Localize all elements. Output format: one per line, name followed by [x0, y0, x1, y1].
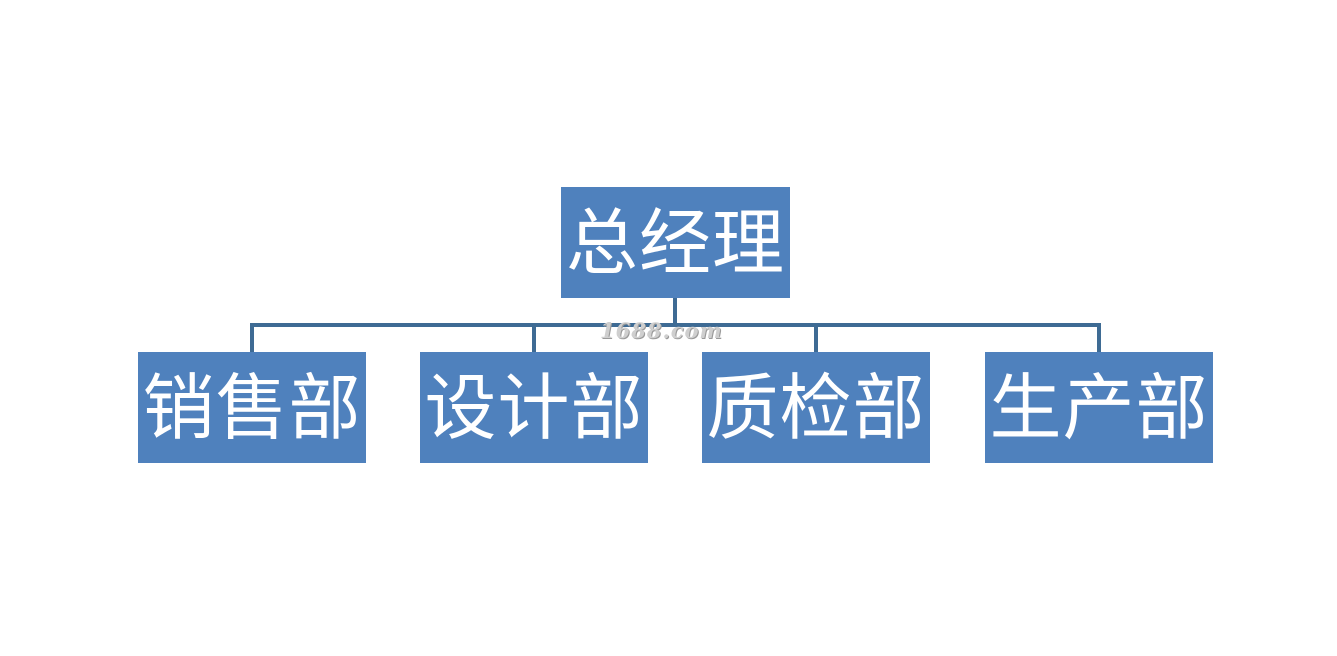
watermark: 1688.com — [600, 318, 723, 343]
node-production-department: 生产部 — [985, 352, 1213, 463]
node-label: 质检部 — [706, 365, 926, 450]
node-label: 生产部 — [989, 365, 1209, 450]
node-label: 销售部 — [142, 365, 362, 450]
node-sales-department: 销售部 — [138, 352, 366, 463]
node-design-department: 设计部 — [420, 352, 648, 463]
node-label: 总经理 — [565, 200, 785, 285]
node-label: 设计部 — [424, 365, 644, 450]
node-general-manager: 总经理 — [561, 187, 790, 298]
node-quality-department: 质检部 — [702, 352, 930, 463]
